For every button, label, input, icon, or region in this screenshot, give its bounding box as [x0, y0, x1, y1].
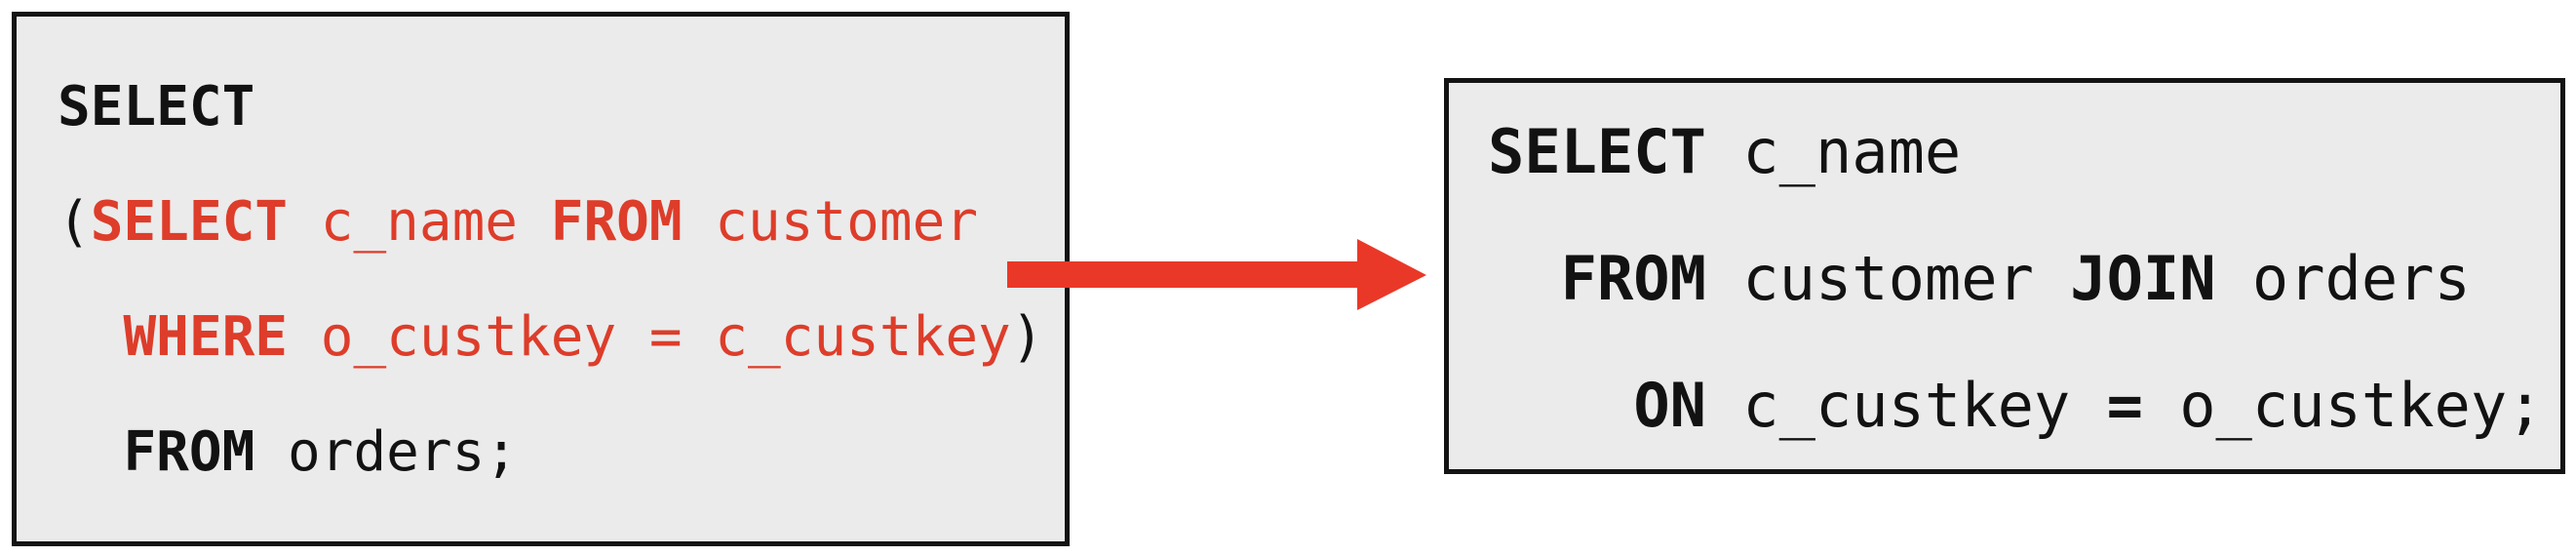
- sql-text: [1488, 243, 1561, 314]
- code-line: WHERE o_custkey = c_custkey): [58, 280, 1065, 395]
- right-arrow-icon: [1007, 239, 1426, 310]
- sql-keyword: =: [2106, 370, 2143, 441]
- sql-keyword: SELECT: [90, 190, 289, 254]
- sql-keyword: SELECT: [58, 75, 255, 139]
- sql-text: c_custkey: [1705, 370, 2107, 441]
- sql-keyword: JOIN: [2070, 243, 2216, 314]
- sql-keyword: FROM: [123, 420, 255, 484]
- subquery-code-box: SELECT(SELECT c_name FROM customer WHERE…: [12, 12, 1070, 546]
- sql-text: customer: [1705, 243, 2071, 314]
- sql-text: o_custkey;: [2142, 370, 2544, 441]
- sql-text: orders;: [254, 420, 519, 484]
- sql-text: ): [1010, 305, 1044, 369]
- sql-keyword: FROM: [550, 190, 683, 254]
- code-line: ON c_custkey = o_custkey;: [1488, 342, 2560, 469]
- sql-text: orders: [2215, 243, 2471, 314]
- code-line: FROM customer JOIN orders: [1488, 216, 2560, 342]
- code-line: FROM orders;: [58, 395, 1065, 510]
- sql-text: o_custkey = c_custkey: [288, 305, 1011, 369]
- sql-keyword: FROM: [1560, 243, 1706, 314]
- code-line: SELECT: [58, 50, 1065, 165]
- sql-text: [1488, 370, 1633, 441]
- sql-text: [58, 420, 123, 484]
- join-code-box: SELECT c_name FROM customer JOIN orders …: [1444, 78, 2565, 474]
- sql-keyword: WHERE: [123, 305, 289, 369]
- sql-text: (: [58, 190, 91, 254]
- join-code: SELECT c_name FROM customer JOIN orders …: [1449, 83, 2560, 469]
- code-line: (SELECT c_name FROM customer: [58, 165, 1065, 280]
- sql-text: c_name: [1705, 116, 1962, 187]
- sql-keyword: ON: [1633, 370, 1706, 441]
- subquery-code: SELECT(SELECT c_name FROM customer WHERE…: [17, 17, 1065, 510]
- sql-text: [58, 305, 123, 369]
- sql-text: c_name: [288, 190, 551, 254]
- sql-keyword: SELECT: [1488, 116, 1706, 187]
- code-line: SELECT c_name: [1488, 89, 2560, 216]
- sql-text: customer: [682, 190, 979, 254]
